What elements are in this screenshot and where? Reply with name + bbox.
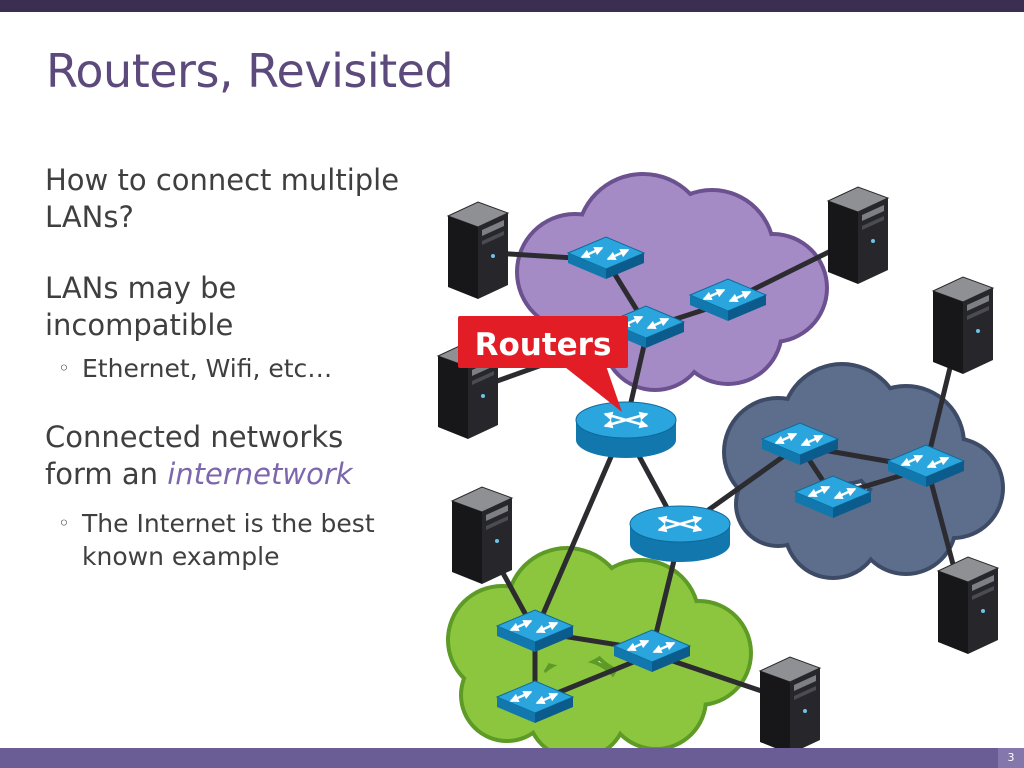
routers-callout: Routers (458, 316, 628, 412)
bullet-line: form an internetwork (45, 456, 477, 493)
bullet-item-1: How to connect multiple LANs? (45, 162, 477, 236)
bullet-line: Ethernet, Wifi, etc… (82, 354, 333, 383)
computer-icon (932, 276, 994, 375)
bullet-line: incompatible (45, 308, 234, 342)
sub-bullet-text: The Internet is the best known example (82, 507, 375, 573)
bullet-line: LANs may be (45, 271, 237, 305)
bullet-list: How to connect multiple LANs? LANs may b… (45, 162, 477, 573)
bullet-item-3: Connected networks form an internetwork (45, 419, 477, 493)
page-number: 3 (998, 748, 1024, 768)
bullet-line: Connected networks (45, 420, 344, 454)
bullet-line: How to connect multiple (45, 163, 400, 197)
sub-bullet-item-2: ◦ The Internet is the best known example (45, 507, 477, 573)
computer-icon (937, 556, 999, 655)
keyword-internetwork: internetwork (167, 457, 353, 491)
computer-icon (451, 486, 513, 585)
top-accent-bar (0, 0, 1024, 12)
sub-bullet-item-1: ◦ Ethernet, Wifi, etc… (45, 352, 477, 385)
bullet-line: LANs? (45, 200, 134, 234)
router-icon (576, 402, 676, 458)
sub-bullet-text: Ethernet, Wifi, etc… (82, 352, 332, 385)
bullet-item-2: LANs may be incompatible (45, 270, 477, 344)
computer-icon (447, 201, 509, 300)
bullet-marker: ◦ (58, 356, 70, 380)
router-icon (630, 506, 730, 562)
bullet-line: The Internet is the best (82, 509, 375, 538)
computer-icon (759, 656, 821, 755)
footer-bar: 3 (0, 748, 1024, 768)
callout-label: Routers (475, 327, 612, 363)
computer-icon (827, 186, 889, 285)
bullet-marker: ◦ (58, 511, 70, 535)
bullet-text-prefix: form an (45, 457, 168, 491)
bullet-line: known example (82, 542, 280, 571)
slide-title: Routers, Revisited (46, 44, 454, 98)
